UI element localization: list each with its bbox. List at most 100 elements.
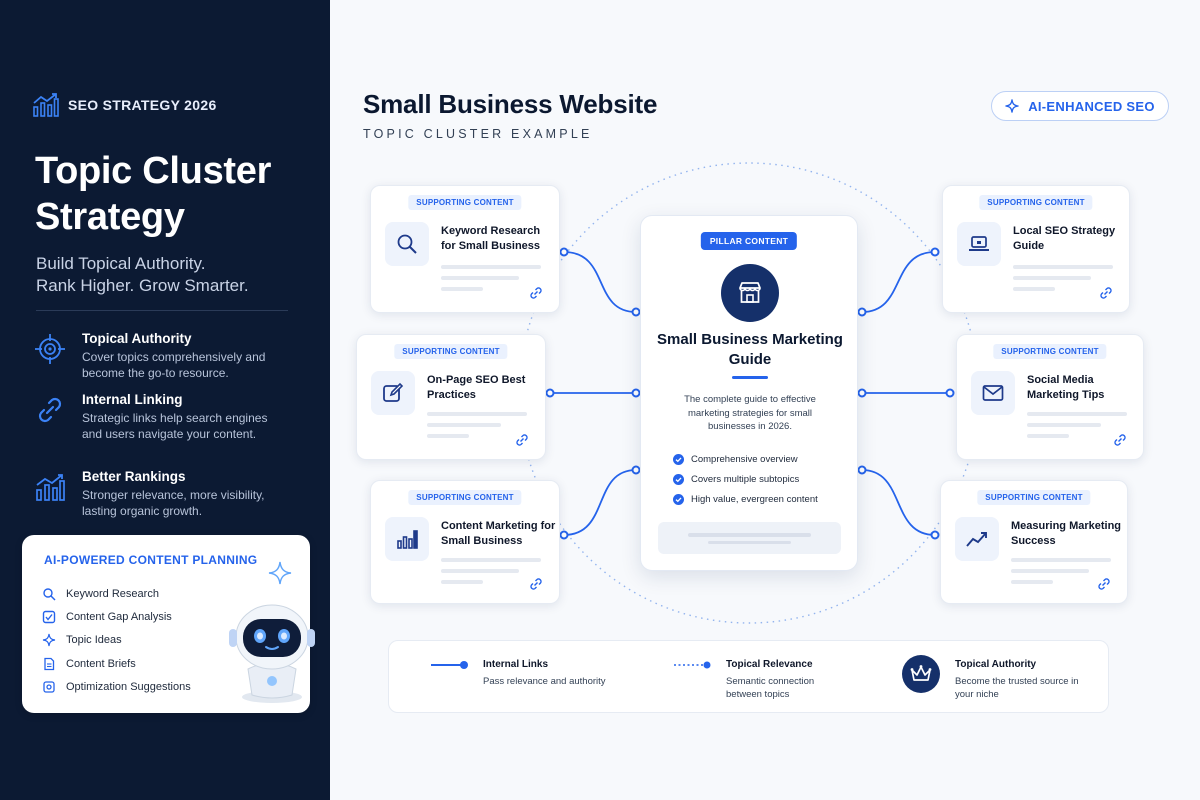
placeholder-line	[427, 412, 527, 416]
card-icon-box	[971, 371, 1015, 415]
feature-desc: Strategic links help search engines and …	[82, 411, 268, 441]
placeholder-line	[441, 276, 519, 280]
list-item[interactable]: Topic Ideas	[42, 629, 191, 652]
feature-desc: Stronger relevance, more visibility, las…	[82, 488, 265, 518]
store-icon	[721, 264, 779, 322]
card-icon-box	[955, 517, 999, 561]
feature-desc: Cover topics comprehensively and become …	[82, 350, 266, 380]
placeholder-line	[441, 569, 519, 573]
card-title: On-Page SEO Best Practices	[427, 374, 526, 401]
placeholder-line	[708, 541, 791, 544]
page-subtitle: TOPIC CLUSTER EXAMPLE	[363, 127, 593, 141]
list-item[interactable]: Optimization Suggestions	[42, 675, 191, 698]
placeholder-line	[441, 265, 541, 269]
laptop-icon	[969, 236, 989, 251]
placeholder-line	[688, 533, 811, 537]
title-underline	[732, 376, 768, 379]
page-title: Small Business Website	[363, 89, 658, 119]
sparkle-icon	[268, 561, 292, 585]
list-item[interactable]: Keyword Research	[42, 582, 191, 605]
supporting-card-social-media[interactable]: SUPPORTING CONTENT Social Media Marketin…	[956, 334, 1144, 460]
supporting-card-keyword-research[interactable]: SUPPORTING CONTENT Keyword Research for …	[370, 185, 560, 313]
solid-line-icon	[431, 661, 468, 669]
check-icon	[673, 453, 684, 465]
card-title: Keyword Research for Small Business	[441, 225, 541, 252]
list-item-label: Content Briefs	[66, 657, 136, 670]
card-title: Content Marketing for Small Business	[441, 520, 556, 547]
search-icon	[397, 234, 417, 254]
badge-label: AI-ENHANCED SEO	[1028, 98, 1155, 114]
card-icon-box	[385, 222, 429, 266]
placeholder-line	[1013, 265, 1113, 269]
placeholder-line	[1013, 276, 1091, 280]
link-icon[interactable]	[529, 577, 543, 591]
card-icon-box	[385, 517, 429, 561]
edit-icon	[383, 382, 404, 402]
link-icon[interactable]	[1113, 433, 1127, 447]
brand: SEO STRATEGY 2026	[32, 92, 217, 118]
list-item: Comprehensive overview	[673, 449, 818, 469]
link-icon[interactable]	[529, 286, 543, 300]
placeholder-line	[1013, 287, 1055, 291]
feature-internal-linking: Internal Linking Strategic links help se…	[34, 392, 314, 442]
check-icon	[673, 494, 684, 506]
legend: Internal Links Pass relevance and author…	[388, 640, 1109, 713]
link-icon[interactable]	[515, 433, 529, 447]
target-icon	[34, 333, 66, 365]
supporting-tag: SUPPORTING CONTENT	[993, 344, 1107, 359]
placeholder-line	[1011, 580, 1053, 584]
placeholder-line	[427, 423, 501, 427]
list-item-label: Topic Ideas	[66, 634, 122, 647]
list-item-label: Keyword Research	[66, 587, 159, 600]
pillar-placeholder-box	[658, 522, 841, 554]
list-item[interactable]: Content Gap Analysis	[42, 605, 191, 628]
feature-title: Internal Linking	[82, 392, 183, 407]
feature-title: Better Rankings	[82, 469, 186, 484]
sparkle-icon	[1005, 99, 1019, 113]
placeholder-line	[441, 558, 541, 562]
feature-topical-authority: Topical Authority Cover topics comprehen…	[34, 331, 314, 381]
feature-title: Topical Authority	[82, 331, 192, 346]
placeholder-line	[1027, 423, 1101, 427]
checkbox-icon	[42, 610, 56, 624]
legend-topical-relevance: Topical Relevance Semantic connection be…	[674, 641, 874, 714]
supporting-tag: SUPPORTING CONTENT	[408, 195, 522, 210]
ai-feature-list: Keyword Research Content Gap Analysis To…	[42, 582, 191, 698]
ai-enhanced-badge[interactable]: AI-ENHANCED SEO	[991, 91, 1169, 121]
link-icon[interactable]	[1099, 286, 1113, 300]
supporting-card-content-marketing[interactable]: SUPPORTING CONTENT Content Marketing for…	[370, 480, 560, 604]
card-title: Measuring Marketing Success	[1011, 520, 1122, 547]
supporting-tag: SUPPORTING CONTENT	[979, 195, 1093, 210]
placeholder-line	[441, 580, 483, 584]
supporting-tag: SUPPORTING CONTENT	[977, 490, 1091, 505]
supporting-card-measuring-success[interactable]: SUPPORTING CONTENT Measuring Marketing S…	[940, 480, 1128, 604]
placeholder-line	[427, 434, 469, 438]
list-item: High value, evergreen content	[673, 490, 818, 510]
supporting-card-local-seo[interactable]: SUPPORTING CONTENT Local SEO Strategy Gu…	[942, 185, 1130, 313]
ai-card-title: AI-POWERED CONTENT PLANNING	[44, 553, 258, 567]
mail-icon	[982, 385, 1004, 401]
divider	[36, 310, 288, 311]
check-label: High value, evergreen content	[691, 494, 818, 506]
legend-title: Internal Links	[483, 659, 549, 670]
supporting-card-on-page-seo[interactable]: SUPPORTING CONTENT On-Page SEO Best Prac…	[356, 334, 546, 460]
legend-desc: Pass relevance and authority	[483, 676, 606, 687]
link-icon[interactable]	[1097, 577, 1111, 591]
pillar-tag: PILLAR CONTENT	[700, 232, 798, 250]
hero-subtitle: Build Topical Authority. Rank Higher. Gr…	[36, 253, 306, 297]
left-panel: SEO STRATEGY 2026 Topic Cluster Strategy…	[0, 0, 330, 800]
pillar-card[interactable]: PILLAR CONTENT Small Business Marketing …	[640, 215, 858, 571]
legend-internal-links: Internal Links Pass relevance and author…	[431, 641, 631, 714]
link-icon	[34, 394, 66, 426]
growth-chart-icon	[34, 471, 66, 503]
search-icon	[43, 587, 56, 601]
ai-planning-card: AI-POWERED CONTENT PLANNING Keyword Rese…	[22, 535, 315, 713]
robot-illustration	[229, 604, 315, 703]
placeholder-line	[1011, 569, 1089, 573]
growth-chart-icon	[33, 93, 59, 117]
list-item: Covers multiple subtopics	[673, 469, 818, 489]
pillar-checklist: Comprehensive overview Covers multiple s…	[673, 449, 818, 510]
placeholder-line	[441, 287, 483, 291]
list-item[interactable]: Content Briefs	[42, 652, 191, 675]
card-title: Local SEO Strategy Guide	[1013, 225, 1116, 252]
